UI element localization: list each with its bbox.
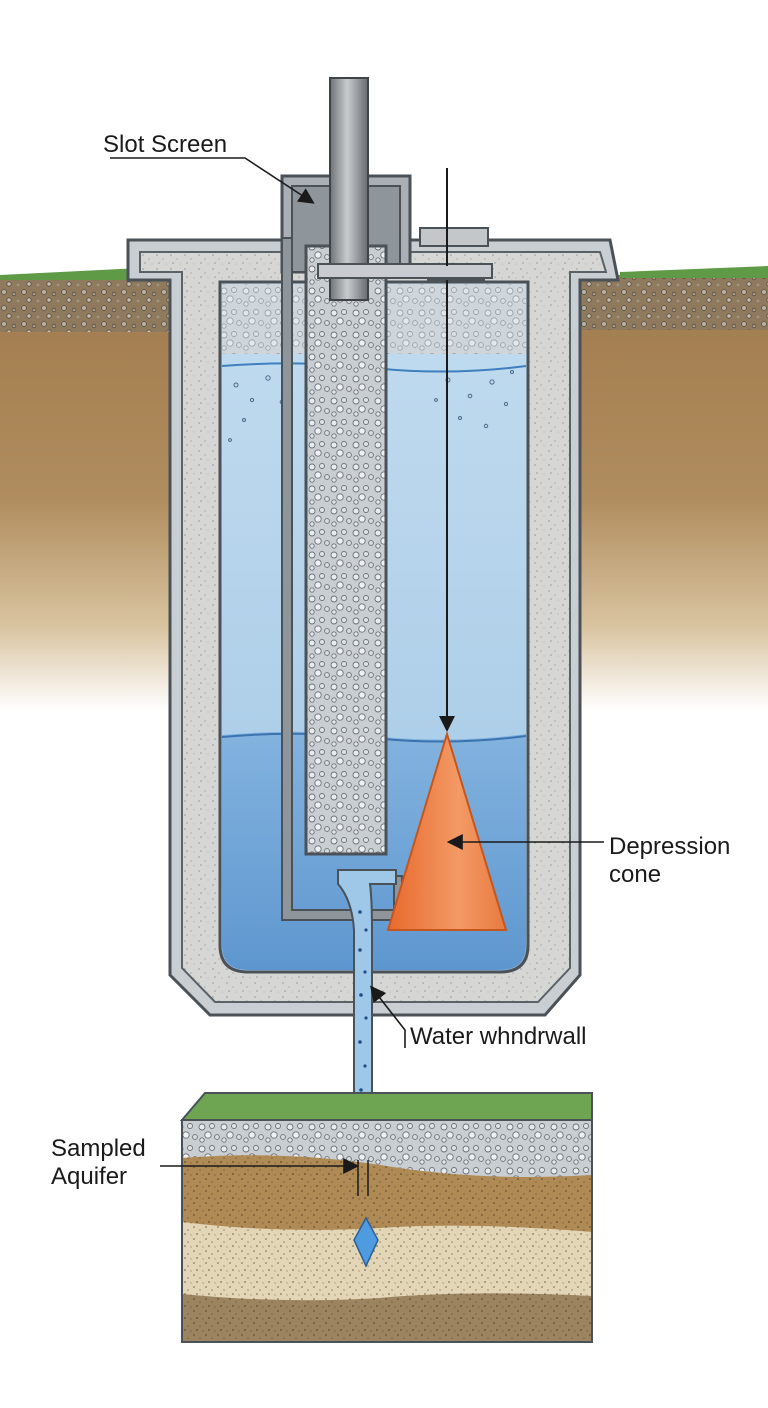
label-depression-cone-line2: cone: [609, 861, 661, 888]
aquifer-block: [179, 1092, 593, 1343]
level-gauge-line: [439, 168, 455, 732]
depression-cone: [386, 730, 508, 931]
label-slot-screen: Slot Screen: [103, 131, 227, 158]
slot-screen-column: [304, 244, 388, 856]
label-depression-cone-line1: Depression: [609, 833, 730, 860]
label-water-withdrawal: Water whndrwall: [410, 1023, 587, 1050]
water-drop-arrow-icon: [353, 1216, 379, 1268]
riser-pipe: [317, 77, 493, 301]
leader-lines: [110, 157, 604, 1174]
label-sampled-aquifer-line2: Aquifer: [51, 1163, 127, 1190]
label-sampled-aquifer-line1: Sampled: [51, 1135, 146, 1162]
